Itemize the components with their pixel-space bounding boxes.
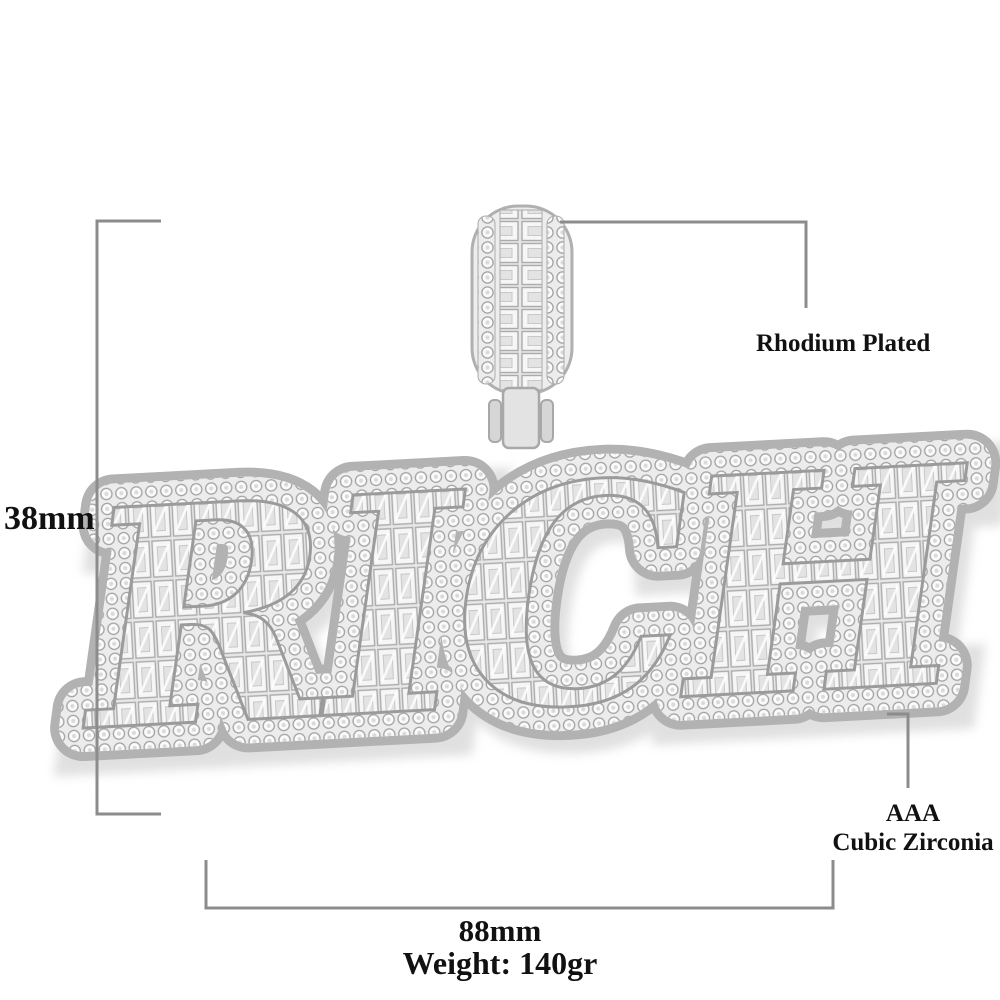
pendant-word-pave-band: RICH: [66, 399, 986, 799]
stone-label: AAA Cubic Zirconia: [818, 799, 1000, 857]
pendant-word-group: RICH RICH RICH RICH RICH: [33, 366, 1000, 845]
pendant-word-shadow: RICH: [75, 413, 995, 813]
pendant-word-metal-rim: RICH: [66, 399, 986, 799]
annotation-lines: [95, 219, 910, 910]
stone-type-text: Cubic Zirconia: [832, 829, 994, 856]
zirconia-leader-line: [887, 712, 910, 788]
height-label: 38mm: [4, 500, 95, 537]
pendant-bail: [470, 204, 574, 450]
bail-hinge: [501, 386, 541, 450]
plating-label: Rhodium Plated: [756, 330, 931, 357]
width-label: 88mm: [458, 913, 542, 948]
bail-pave-right: [546, 215, 565, 385]
bottom-labels: 88mm Weight: 140gr: [330, 914, 670, 980]
weight-label: Weight: 140gr: [402, 945, 598, 981]
pendant-image: RICH RICH RICH RICH RICH: [33, 204, 1000, 846]
pendant-word-baguette-fill: RICH: [66, 399, 986, 799]
rhodium-leader-line: [560, 220, 808, 308]
stone-grade-text: AAA: [885, 800, 941, 827]
bail-hinge-left: [488, 399, 502, 443]
width-dimension-bracket: [204, 860, 835, 910]
pendant-word-pave-stones: RICH: [66, 399, 986, 799]
bail-baguette-column: [499, 209, 543, 391]
bail-hinge-right: [540, 399, 554, 443]
height-dimension-bracket: [95, 219, 161, 816]
bail-pave-left: [477, 215, 496, 385]
